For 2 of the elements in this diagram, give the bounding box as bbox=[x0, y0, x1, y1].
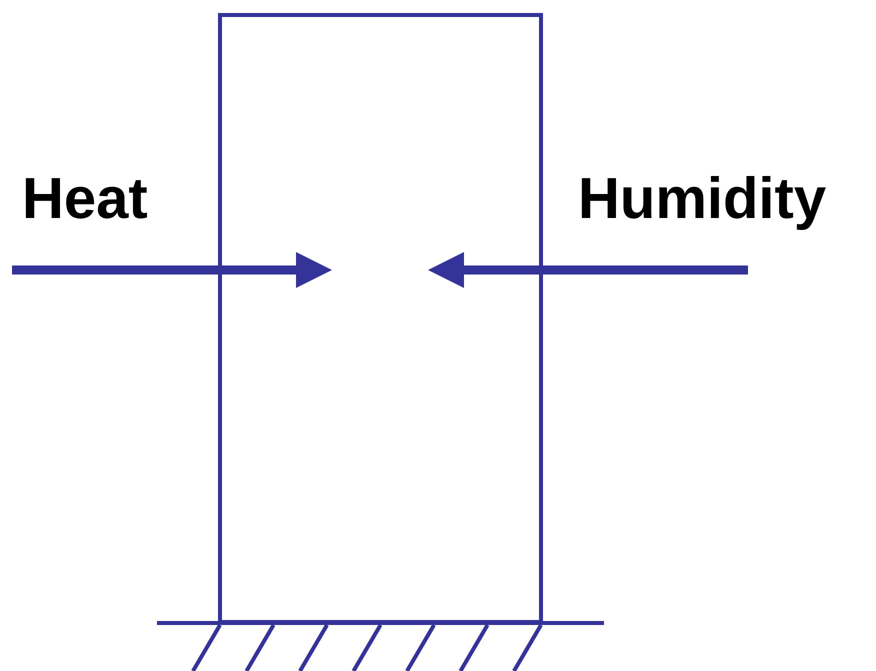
label-text: Heat bbox=[22, 170, 148, 228]
label-text: Humidity bbox=[578, 170, 826, 228]
